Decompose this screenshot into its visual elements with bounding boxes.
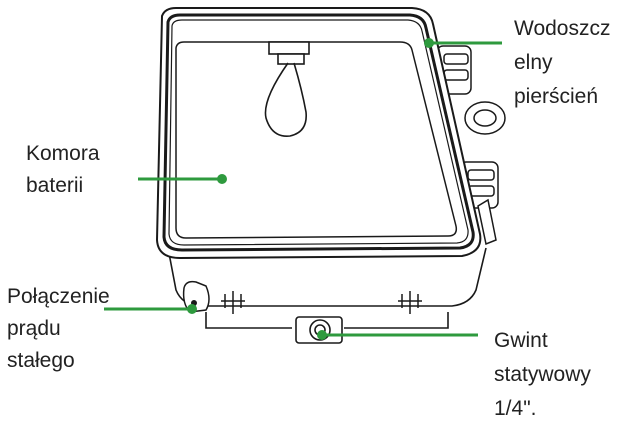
label-line: prądu bbox=[7, 316, 110, 342]
label-line: elny bbox=[514, 50, 610, 76]
screw-mark-left bbox=[221, 291, 245, 314]
label-tripod-thread: Gwint statywowy 1/4". bbox=[494, 328, 591, 422]
label-line: Gwint bbox=[494, 328, 591, 354]
screw-mark-right bbox=[398, 291, 422, 314]
label-line: statywowy bbox=[494, 362, 591, 388]
battery-compartment bbox=[176, 42, 456, 238]
label-line: pierścień bbox=[514, 84, 610, 110]
label-line: baterii bbox=[26, 173, 100, 199]
label-waterproof-gasket: Wodoszcz elny pierścień bbox=[514, 16, 610, 110]
leader-dc bbox=[104, 304, 197, 314]
label-line: Komora bbox=[26, 141, 100, 167]
label-line: 1/4". bbox=[494, 396, 591, 422]
label-line: Wodoszcz bbox=[514, 16, 610, 42]
label-dc-connection: Połączenie prądu stałego bbox=[7, 284, 110, 374]
label-line: stałego bbox=[7, 348, 110, 374]
case-lower-body bbox=[168, 248, 486, 328]
label-battery-compartment: Komora baterii bbox=[26, 141, 100, 199]
label-line: Połączenie bbox=[7, 284, 110, 310]
tripod-mount bbox=[296, 317, 342, 343]
